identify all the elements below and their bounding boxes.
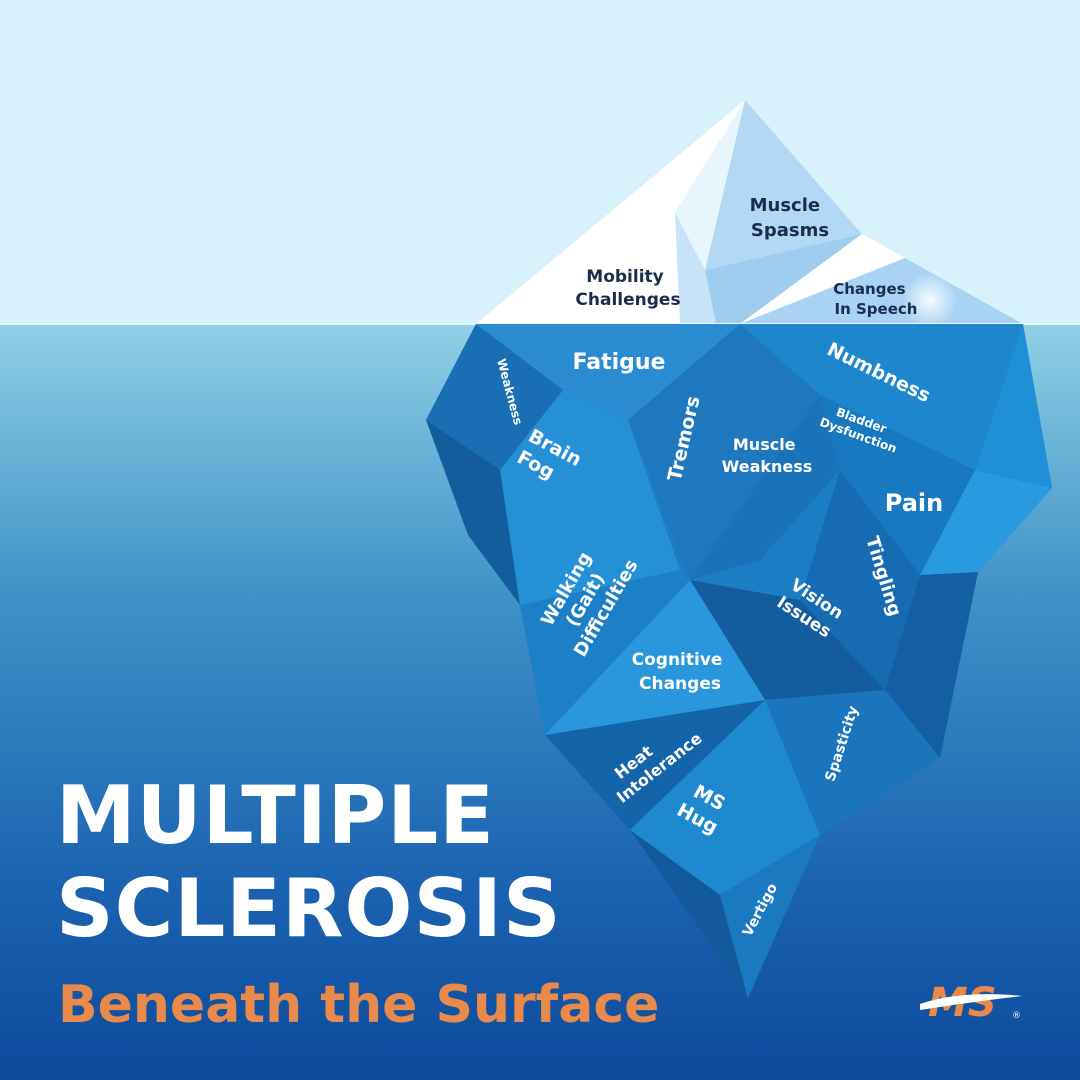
iceberg-tip bbox=[476, 100, 1023, 328]
label-cognitive-changes: Cognitive Changes bbox=[632, 650, 729, 694]
page-title: MULTIPLE SCLEROSIS bbox=[56, 769, 562, 955]
label-pain: Pain bbox=[885, 489, 943, 517]
above-surface-labels: Mobility Challenges Muscle Spasms Change… bbox=[575, 195, 917, 318]
iceberg-body bbox=[426, 324, 1052, 998]
label-mobility-challenges: Mobility Challenges bbox=[575, 267, 680, 310]
logo-swoosh bbox=[920, 994, 1022, 1010]
label-muscle-spasms: Muscle Spasms bbox=[750, 195, 829, 241]
label-fatigue: Fatigue bbox=[573, 350, 666, 375]
page-subtitle: Beneath the Surface bbox=[58, 975, 660, 1035]
label-muscle-weakness: Muscle Weakness bbox=[722, 435, 813, 476]
logo-registered-mark: ® bbox=[1012, 1011, 1021, 1021]
label-changes-in-speech: Changes In Speech bbox=[833, 280, 917, 318]
ms-logo: MS ® bbox=[920, 980, 1022, 1026]
